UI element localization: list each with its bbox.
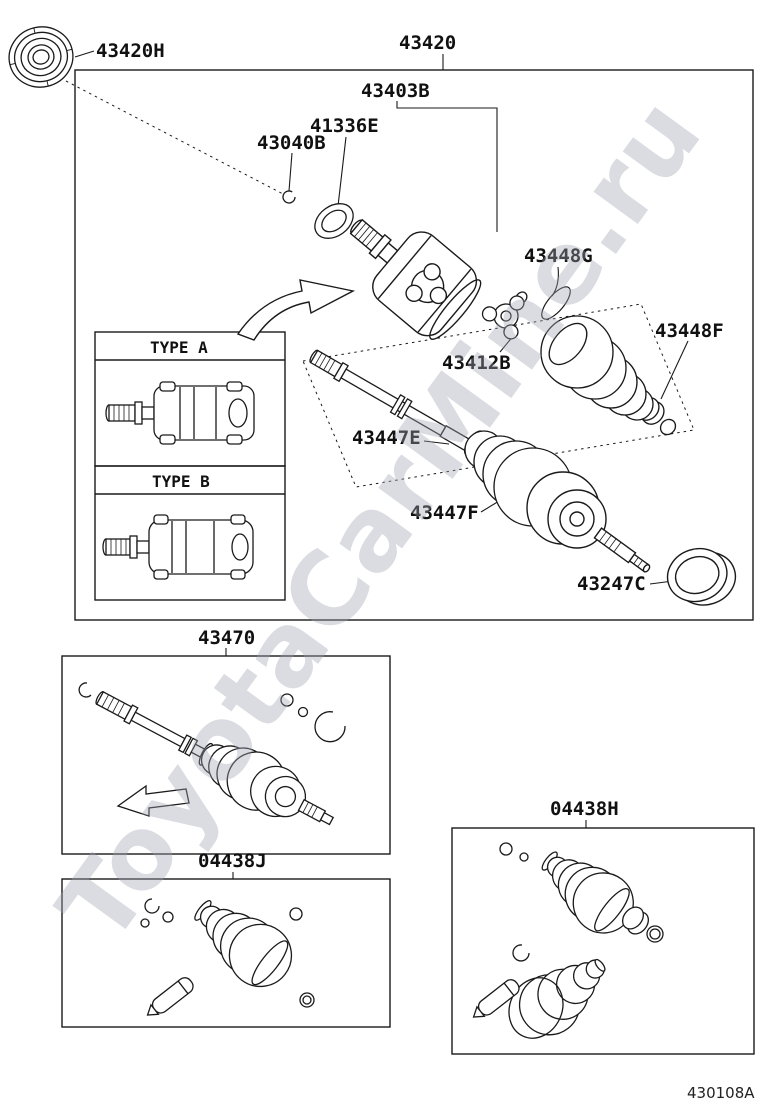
part-label-43470: 43470 [198,627,256,649]
boot-kit-h-drawing [472,842,664,1039]
part-label-04438j: 04438J [198,850,267,872]
boot-kit-j-box [61,878,391,1028]
part-label-43447f: 43447F [410,502,479,524]
part-label-43448g: 43448G [524,245,593,267]
type-b-drawing [102,514,254,580]
part-label-43040b: 43040B [257,132,326,154]
diagram-code: 430108A [687,1084,755,1102]
part-label-43403b: 43403B [361,80,430,102]
inboard-boot-drawing [540,315,677,436]
snap-ring-icon [282,190,296,204]
type-b-box [94,465,286,601]
inboard-joint-drawing [349,218,482,340]
type-a-label: TYPE A [150,338,208,357]
part-label-43448f: 43448F [655,320,724,342]
spider-drawing [481,291,528,340]
axle-shaft-drawing [309,349,487,460]
spacer-ring-drawing [314,203,354,239]
part-label-41336e: 41336E [310,115,379,137]
deflector-ring-drawing [666,547,737,606]
type-a-drawing [105,381,255,445]
part-label-43447e: 43447E [352,427,421,449]
frame-boxes [61,69,755,1055]
part-label-43420h: 43420H [96,40,165,62]
part-label-43412b: 43412B [442,352,511,374]
boot-kit-h-box [451,827,755,1055]
construction-lines [65,80,695,488]
outboard-joint-drawing [526,471,651,573]
boot-kit-j-drawing [140,898,315,1016]
oil-seal-drawing [8,26,74,88]
part-label-43420: 43420 [399,32,457,54]
type-b-label: TYPE B [152,472,210,491]
main-assembly-box [74,69,754,621]
direction-arrow-icon [236,279,356,341]
front-axle-assembly-drawing [78,682,346,826]
part-label-43247c: 43247C [577,573,646,595]
leader-lines [74,50,689,879]
part-label-04438h: 04438H [550,798,619,820]
boot-clamp-drawing [541,286,571,320]
